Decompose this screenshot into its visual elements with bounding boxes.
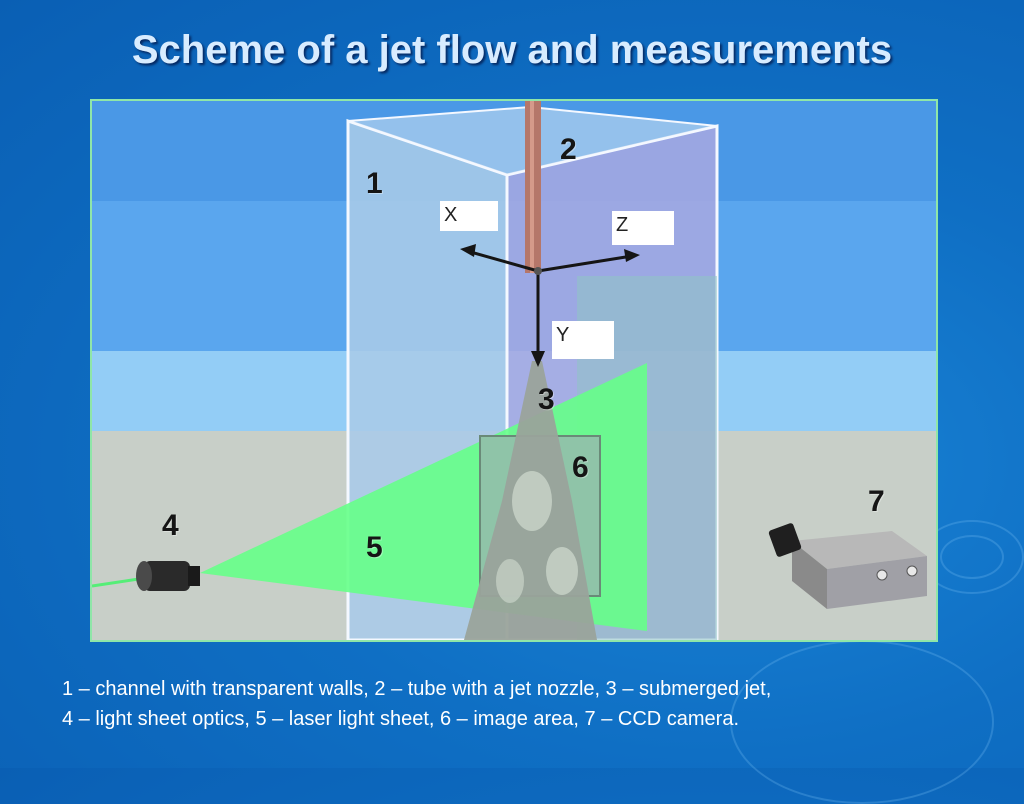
- coordinate-axes: [466, 249, 633, 356]
- jet-tube-highlight: [530, 101, 534, 273]
- axis-origin: [534, 267, 542, 275]
- camera-lens: [768, 523, 802, 557]
- axis-z-arrowhead: [624, 249, 640, 262]
- axis-x-label: X: [440, 201, 498, 231]
- light-sheet-optics: [136, 561, 200, 591]
- axis-y-arrowhead: [531, 351, 545, 367]
- legend-caption: 1 – channel with transparent walls, 2 – …: [62, 674, 1002, 734]
- label-optics: 4: [162, 509, 179, 542]
- label-light-sheet: 5: [366, 531, 383, 564]
- jet-flow-scheme: X Z Y 1 2 3 4 5 6 7: [90, 99, 938, 642]
- camera-back: [827, 556, 927, 609]
- camera-top: [792, 531, 927, 569]
- label-camera: 7: [868, 485, 885, 518]
- axis-y-label: Y: [552, 321, 614, 359]
- label-jet: 3: [538, 383, 555, 416]
- label-tube: 2: [560, 133, 577, 166]
- optics-rear: [136, 561, 152, 591]
- scheme-drawing: [92, 101, 936, 640]
- camera-connector: [906, 565, 918, 577]
- axis-x-arrowhead: [460, 244, 476, 257]
- label-channel: 1: [366, 167, 383, 200]
- slide-title: Scheme of a jet flow and measurements: [131, 28, 893, 72]
- optics-lens: [188, 566, 200, 586]
- caption-line-1: 1 – channel with transparent walls, 2 – …: [62, 678, 772, 700]
- jet-eddy: [512, 471, 552, 531]
- camera-connector: [876, 569, 888, 581]
- axis-x-line: [466, 249, 539, 273]
- jet-eddy: [496, 559, 524, 603]
- ccd-camera: [768, 523, 927, 609]
- jet-eddy: [546, 547, 578, 595]
- axis-z-line: [537, 254, 633, 273]
- caption-line-2: 4 – light sheet optics, 5 – laser light …: [62, 708, 740, 730]
- camera-side: [792, 541, 827, 609]
- optics-body: [144, 561, 190, 591]
- axis-z-label: Z: [612, 211, 674, 245]
- label-image-area: 6: [572, 451, 589, 484]
